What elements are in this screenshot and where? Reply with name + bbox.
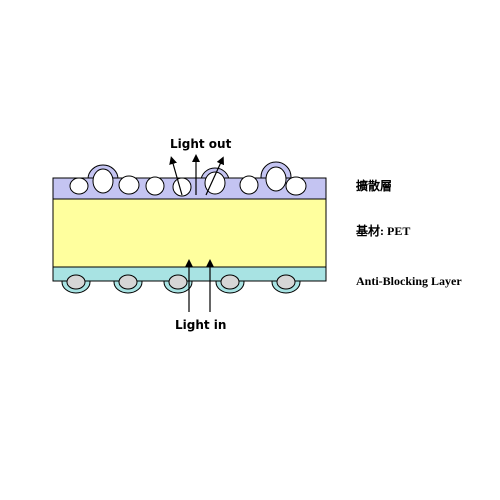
diffusion-bead [204,171,226,195]
diffusion-bead [118,175,140,195]
diffusion-layer [52,161,327,200]
light-in-label: Light in [175,318,226,332]
light-out-label: Light out [170,137,232,151]
diffusion-bead [265,166,287,192]
anti-blocking-label: Anti-Blocking Layer [356,274,462,288]
diffusion-bead [285,176,307,196]
substrate-layer [52,198,327,268]
light-out-arrows [169,154,224,196]
anti-blocking-bead [220,274,240,290]
diffusion-layer-label: 擴散層 [356,178,392,193]
anti-blocking-bead [276,274,296,290]
anti-blocking-beads [66,274,296,290]
diffusion-bead [239,175,259,195]
anti-blocking-bead [118,274,138,290]
substrate-label: 基材: PET [355,223,410,238]
diffusion-bead [92,168,114,194]
light-out-arrow-left [169,156,183,196]
anti-blocking-bead [66,274,86,290]
diffusion-bead [172,177,192,197]
diffusion-bead [145,176,165,196]
anti-blocking-bead [168,274,188,290]
diffusion-beads [69,166,307,197]
light-out-arrow-right [205,156,224,196]
diffusion-bead [69,177,89,195]
light-in-arrows [185,259,214,312]
